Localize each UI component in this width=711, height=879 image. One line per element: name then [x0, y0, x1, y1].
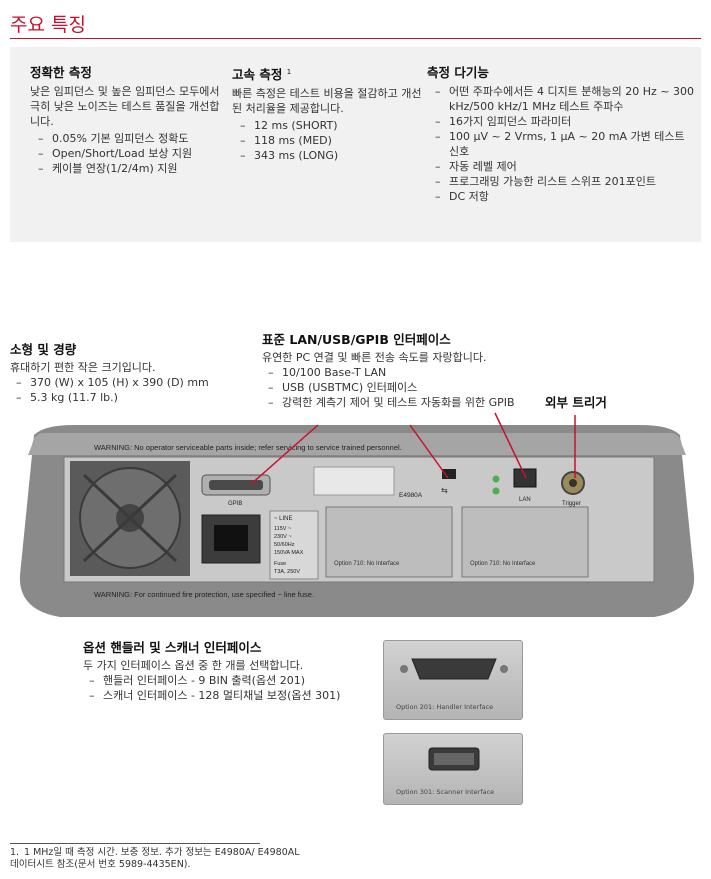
feature-summary-box: 정확한 측정 낮은 임피던스 및 높은 임피던스 모두에서 극히 낮은 노이즈는…: [10, 47, 701, 242]
list-item: 프로그래밍 가능한 리스트 스위프 201포인트: [427, 174, 697, 189]
handler-card-label: Option 201: Handler Interface: [396, 703, 494, 711]
footnote-ref: 1: [286, 68, 292, 76]
status-led-2: [492, 487, 500, 495]
callout-handler-scanner: 옵션 핸들러 및 스캐너 인터페이스 두 가지 인터페이스 옵션 중 한 개를 …: [83, 640, 373, 703]
model-label: E4980A: [399, 492, 423, 499]
list-item: 100 µV ~ 2 Vrms, 1 µA ~ 20 mA 가변 테스트 신호: [427, 129, 697, 159]
list-item: 강력한 계측기 제어 및 테스트 자동화를 위한 GPIB: [262, 395, 552, 410]
callout-interfaces-title: 표준 LAN/USB/GPIB 인터페이스: [262, 332, 451, 347]
list-item: 10/100 Base-T LAN: [262, 365, 552, 380]
feature-speed-description: 빠른 측정은 테스트 비용을 절감하고 개선된 처리율을 제공합니다.: [232, 87, 422, 116]
usb-port: [442, 469, 456, 479]
screw-icon: [400, 665, 408, 673]
callout-trigger: 외부 트리거: [545, 395, 665, 413]
feature-versatility: 측정 다기능 어떤 주파수에서든 4 디지트 분해능의 20 Hz ~ 300 …: [427, 65, 697, 204]
title-divider: [10, 38, 701, 39]
line-spec-1: 115V ~: [274, 526, 291, 532]
page-title: 주요 특징: [10, 14, 86, 36]
footnote-number: 1.: [10, 847, 20, 858]
d-sub-connector-icon: [400, 658, 508, 680]
list-item: Open/Short/Load 보상 지원: [30, 146, 220, 161]
warning-bottom-text: WARNING: For continued fire protection, …: [94, 590, 314, 599]
callout-handler-description: 두 가지 인터페이스 옵션 중 한 개를 선택합니다.: [83, 659, 304, 672]
handler-interface-card: Option 201: Handler Interface: [383, 640, 523, 720]
callout-handler-title: 옵션 핸들러 및 스캐너 인터페이스: [83, 640, 262, 655]
list-item: 370 (W) x 105 (H) x 390 (D) mm: [10, 375, 240, 390]
trigger-bnc-pin: [569, 479, 577, 487]
callout-size: 소형 및 경량 휴대하기 편한 작은 크기입니다. 370 (W) x 105 …: [10, 342, 240, 405]
line-spec-3: 50/60Hz: [274, 542, 295, 548]
list-item: 343 ms (LONG): [232, 148, 422, 163]
status-led-1: [492, 475, 500, 483]
list-item: 어떤 주파수에서든 4 디지트 분해능의 20 Hz ~ 300 kHz/500…: [427, 84, 697, 114]
feature-speed-title-wrap: 고속 측정 1: [232, 65, 422, 82]
list-item: 케이블 연장(1/2/4m) 지원: [30, 161, 220, 176]
warning-top-text: WARNING: No operator serviceable parts i…: [94, 443, 402, 452]
option-slot-2-label: Option 710: No Interface: [470, 561, 536, 567]
connector-pins: [434, 753, 474, 765]
gpib-label: GPIB: [228, 501, 242, 507]
arrow-gpib: [249, 424, 319, 486]
callout-interfaces: 표준 LAN/USB/GPIB 인터페이스 유연한 PC 연결 및 빠른 전송 …: [262, 332, 552, 410]
callout-size-description: 휴대하기 편한 작은 크기입니다.: [10, 361, 156, 374]
arrow-usb: [409, 424, 449, 479]
fuse-spec: T3A, 250V: [274, 569, 300, 575]
line-spec-2: 230V ~: [274, 534, 292, 540]
list-item: 5.3 kg (11.7 lb.): [10, 390, 240, 405]
model-label-plate: [313, 466, 395, 496]
feature-accuracy-description: 낮은 임피던스 및 높은 임피던스 모두에서 극히 낮은 노이즈는 테스트 품질…: [30, 85, 220, 128]
list-item: 핸들러 인터페이스 - 9 BIN 출력(옵션 201): [83, 673, 373, 688]
list-item: 스캐너 인터페이스 - 128 멀티채널 보정(옵션 301): [83, 688, 373, 703]
option-slot-1: [325, 506, 453, 578]
lan-label: LAN: [519, 497, 531, 503]
callout-size-title: 소형 및 경량: [10, 342, 77, 357]
option-slot-1-label: Option 710: No Interface: [334, 561, 400, 567]
scanner-interface-card: Option 301: Scanner Interface: [383, 733, 523, 805]
footnote-divider: [10, 843, 260, 844]
scanner-connector-icon: [428, 747, 480, 771]
footnote: 1.1 MHz일 때 측정 시간. 보충 정보. 추가 정보는 E4980A/ …: [10, 847, 310, 871]
list-item: 118 ms (MED): [232, 133, 422, 148]
feature-accuracy-title: 정확한 측정: [30, 65, 92, 80]
line-spec-4: 150VA MAX: [274, 550, 304, 556]
option-slot-2: [461, 506, 589, 578]
line-spec-plate: [269, 510, 319, 580]
feature-speed: 고속 측정 1 빠른 측정은 테스트 비용을 절감하고 개선된 처리율을 제공합…: [232, 65, 422, 163]
footnote-text: 1 MHz일 때 측정 시간. 보충 정보. 추가 정보는 E4980A/ E4…: [10, 847, 300, 870]
instrument-rear-panel: WARNING: No operator serviceable parts i…: [19, 425, 695, 617]
line-label: ~ LINE: [274, 516, 293, 522]
gpib-port-icon: [209, 480, 263, 490]
scanner-card-label: Option 301: Scanner Interface: [396, 788, 495, 796]
list-item: 12 ms (SHORT): [232, 118, 422, 133]
arrow-lan: [494, 412, 527, 479]
callout-interfaces-description: 유연한 PC 연결 및 빠른 전송 속도를 자랑합니다.: [262, 351, 487, 364]
lan-port: [513, 468, 537, 488]
feature-speed-title: 고속 측정: [232, 67, 283, 83]
fan-guard-line: [82, 473, 178, 563]
feature-versatility-title: 측정 다기능: [427, 65, 489, 80]
feature-accuracy: 정확한 측정 낮은 임피던스 및 높은 임피던스 모두에서 극히 낮은 노이즈는…: [30, 65, 220, 176]
screw-icon: [500, 665, 508, 673]
chassis-top-strip: [28, 433, 686, 455]
callout-trigger-title: 외부 트리거: [545, 395, 607, 410]
trigger-label: Trigger: [562, 501, 581, 507]
list-item: 16가지 임피던스 파라미터: [427, 114, 697, 129]
list-item: USB (USBTMC) 인터페이스: [262, 380, 552, 395]
list-item: DC 저항: [427, 189, 697, 204]
list-item: 자동 레벨 제어: [427, 159, 697, 174]
list-item: 0.05% 기본 임피던스 정확도: [30, 131, 220, 146]
connector-shell: [411, 658, 497, 680]
power-socket-icon: [214, 525, 248, 551]
usb-icon: ⇆: [441, 486, 448, 495]
fuse-label: Fuse: [274, 561, 286, 567]
